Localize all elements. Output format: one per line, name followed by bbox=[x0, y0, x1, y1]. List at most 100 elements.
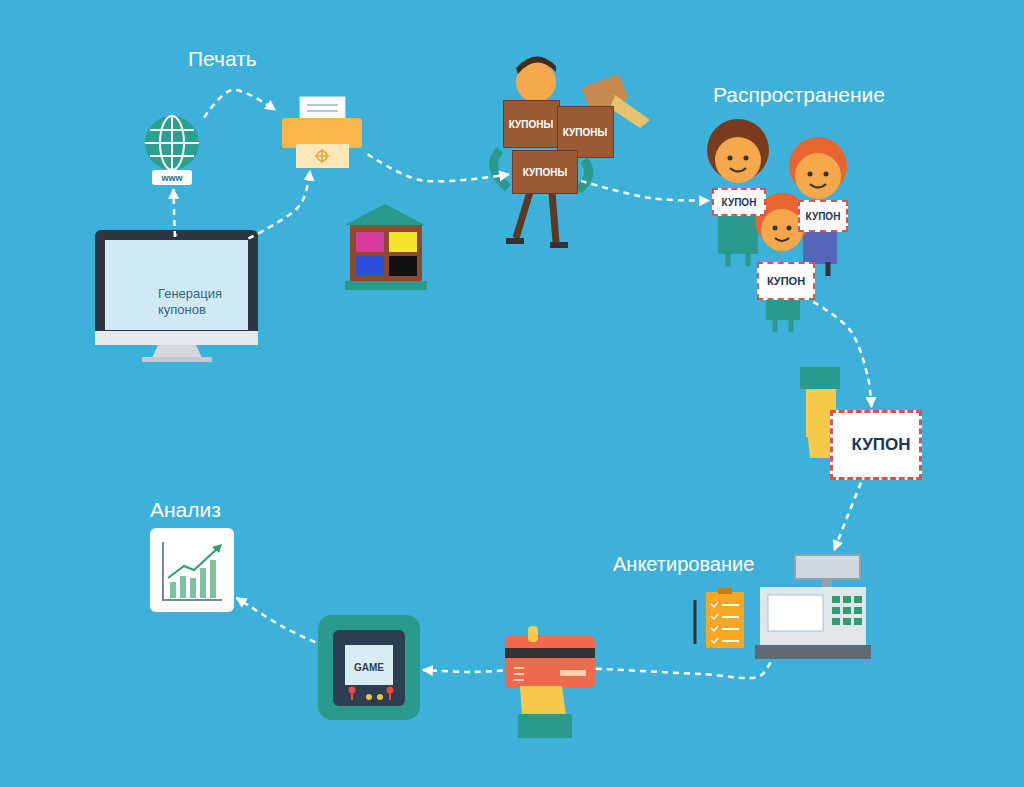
flow-arrow bbox=[423, 662, 770, 678]
hand-holding-card bbox=[514, 668, 524, 680]
cash-register-icon bbox=[854, 618, 862, 625]
courier-figure bbox=[610, 95, 650, 128]
cash-register-icon bbox=[755, 645, 871, 659]
hand-holding-card bbox=[505, 626, 595, 738]
node-text: КУПОН bbox=[806, 211, 841, 222]
courier-figure bbox=[552, 192, 556, 242]
children-figures bbox=[826, 262, 831, 276]
children-figures bbox=[746, 254, 751, 266]
cash-register-icon bbox=[795, 555, 860, 579]
cash-register-icon bbox=[843, 618, 851, 625]
node-text: КУПОН bbox=[851, 435, 910, 455]
coupon-card: КУПОН bbox=[830, 410, 922, 480]
cash-register-icon bbox=[832, 607, 840, 614]
analysis-chart-icon bbox=[210, 560, 216, 598]
children-figures bbox=[789, 318, 794, 332]
children-figures bbox=[773, 226, 778, 231]
node-text: КУПОН bbox=[722, 197, 757, 208]
children-figures bbox=[728, 156, 733, 161]
cash-register-icon bbox=[854, 596, 862, 603]
hand-holding-card bbox=[505, 636, 595, 688]
monitor-icon bbox=[142, 357, 212, 362]
coupon-sign: КУПОН bbox=[798, 200, 848, 232]
analysis-chart-icon bbox=[170, 582, 176, 598]
print-press-icon bbox=[356, 256, 384, 276]
cash-register-icon bbox=[760, 587, 866, 645]
analysis-chart-icon bbox=[200, 568, 206, 598]
node-text: КУПОНЫ bbox=[509, 119, 554, 130]
flow-arrow bbox=[204, 90, 275, 118]
children-figures bbox=[810, 184, 826, 188]
print-press-icon bbox=[345, 281, 427, 290]
cash-register-icon bbox=[843, 596, 851, 603]
flow-arrow bbox=[248, 171, 309, 238]
hand-holding-card bbox=[560, 670, 586, 676]
coupon-sign: КУПОН bbox=[712, 188, 766, 216]
questionnaire-icon bbox=[694, 600, 697, 644]
monitor-icon bbox=[105, 240, 248, 330]
coupon-box: КУПОНЫ bbox=[512, 150, 578, 194]
print-press-icon bbox=[389, 232, 417, 252]
print-press-icon bbox=[345, 204, 425, 225]
courier-figure bbox=[578, 160, 589, 190]
node-text: КУПОН bbox=[767, 275, 805, 287]
hand-holding-coupon bbox=[800, 367, 840, 389]
printer-icon bbox=[296, 144, 349, 168]
courier-figure bbox=[494, 56, 650, 248]
game-console-icon bbox=[345, 645, 393, 685]
print-press-icon bbox=[356, 232, 384, 252]
analysis-chart-icon bbox=[212, 544, 222, 553]
globe-node: www bbox=[142, 112, 202, 186]
monitor-icon bbox=[152, 345, 202, 358]
courier-figure bbox=[516, 56, 556, 74]
hand-holding-card bbox=[520, 686, 566, 716]
globe-icon bbox=[145, 116, 199, 170]
courier-figure bbox=[506, 238, 524, 244]
hand-holding-card bbox=[528, 626, 538, 642]
cash-register-icon bbox=[843, 607, 851, 614]
game-node: GAME bbox=[318, 615, 420, 720]
globe-icon bbox=[150, 129, 194, 131]
children-figures bbox=[718, 214, 758, 254]
flow-arrow bbox=[368, 154, 509, 181]
children-figures bbox=[808, 172, 813, 177]
monitor-icon bbox=[95, 230, 258, 345]
node-text: www bbox=[161, 173, 182, 183]
children-figures bbox=[744, 156, 749, 161]
printer-icon bbox=[300, 97, 345, 121]
flow-arrow bbox=[834, 483, 861, 550]
game-console-icon bbox=[366, 694, 372, 700]
questionnaire-icon bbox=[722, 605, 739, 641]
print-press-icon bbox=[350, 225, 422, 281]
children-figures bbox=[773, 318, 778, 332]
analysis-chart-icon bbox=[150, 528, 234, 612]
flow-arrow bbox=[173, 189, 175, 237]
children-figures bbox=[787, 226, 792, 231]
node-text: Анкетирование bbox=[613, 553, 754, 576]
analysis-node: Анализ bbox=[150, 528, 234, 612]
analysis-chart-icon bbox=[190, 578, 196, 598]
questionnaire-icon bbox=[711, 602, 718, 643]
questionnaire-icon bbox=[695, 588, 744, 648]
node-text: КУПОНЫ bbox=[523, 167, 568, 178]
cash-register-icon bbox=[854, 607, 862, 614]
globe-icon bbox=[150, 155, 194, 157]
printer-node: Печать bbox=[278, 95, 365, 168]
courier-figure bbox=[550, 242, 568, 248]
children-figures bbox=[775, 238, 789, 241]
monitor-icon bbox=[95, 331, 258, 345]
game-console-icon bbox=[387, 687, 394, 694]
coupon-sign: КУПОН bbox=[757, 262, 815, 300]
flow-arrow bbox=[813, 302, 871, 407]
register-node: Анкетирование bbox=[757, 553, 868, 660]
children-figures bbox=[730, 168, 746, 172]
questionnaire-icon bbox=[706, 592, 744, 648]
node-text: Генерация купонов bbox=[158, 286, 238, 319]
monitor-icon bbox=[95, 230, 258, 362]
node-text: Печать bbox=[188, 47, 257, 71]
children-figures bbox=[761, 209, 803, 251]
cash-register-icon bbox=[832, 596, 840, 603]
cash-register-icon bbox=[822, 579, 832, 587]
game-console-icon bbox=[349, 687, 356, 694]
printer-icon bbox=[282, 97, 362, 168]
